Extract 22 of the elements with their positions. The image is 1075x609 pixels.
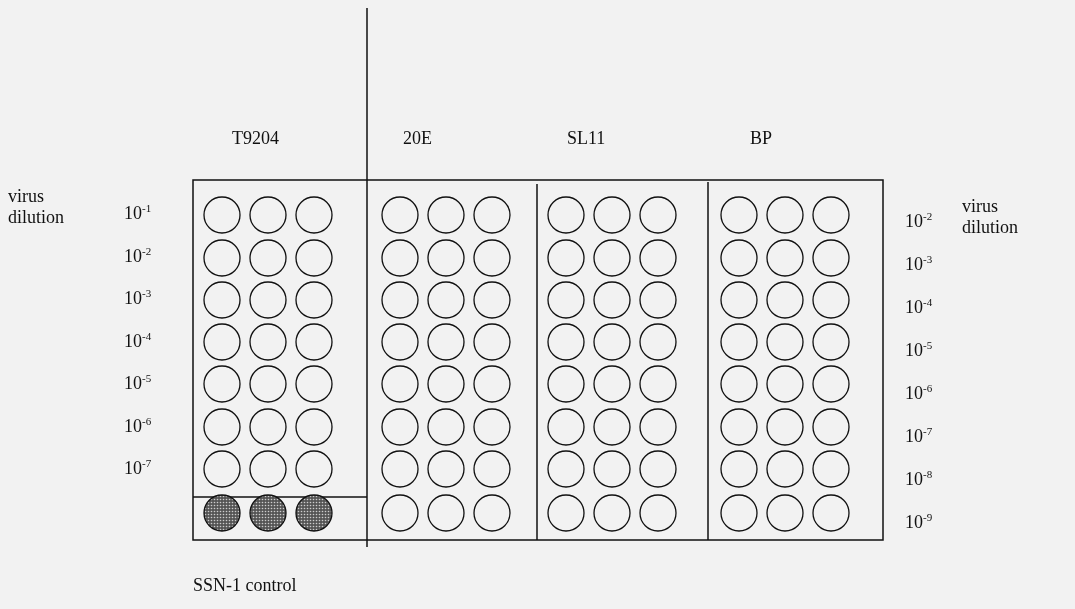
dilution-label: 10$^{-1}$ <box>124 202 152 224</box>
axis-label: virus dilution <box>8 186 65 228</box>
dilution-label: 10$^{-3}$ <box>124 287 152 309</box>
dilution-label: 10$^{-8}$ <box>905 468 933 490</box>
dilution-label: 10$^{-3}$ <box>905 253 933 275</box>
dilution-label: 10$^{-6}$ <box>124 414 152 437</box>
column-label: T9204 <box>232 128 279 149</box>
dilution-label: 10$^{-4}$ <box>124 329 152 352</box>
control-label: SSN-1 control <box>193 575 297 596</box>
column-label: 20E <box>403 128 432 149</box>
dilution-label: 10$^{-7}$ <box>124 457 152 479</box>
dilution-label: 10$^{-6}$ <box>905 382 933 404</box>
dilution-label: 10$^{-2}$ <box>905 210 933 232</box>
column-label: SL11 <box>567 128 606 149</box>
dilution-label: 10$^{-5}$ <box>905 339 933 361</box>
dilution-label: 10$^{-2}$ <box>124 244 152 267</box>
dilution-label: 10$^{-7}$ <box>905 425 933 447</box>
dilution-label: 10$^{-5}$ <box>124 372 152 394</box>
column-label: BP <box>750 128 773 149</box>
axis-label: virus dilution <box>962 196 1019 238</box>
dilution-label: 10$^{-9}$ <box>905 511 933 533</box>
dilution-label: 10$^{-4}$ <box>905 296 933 318</box>
